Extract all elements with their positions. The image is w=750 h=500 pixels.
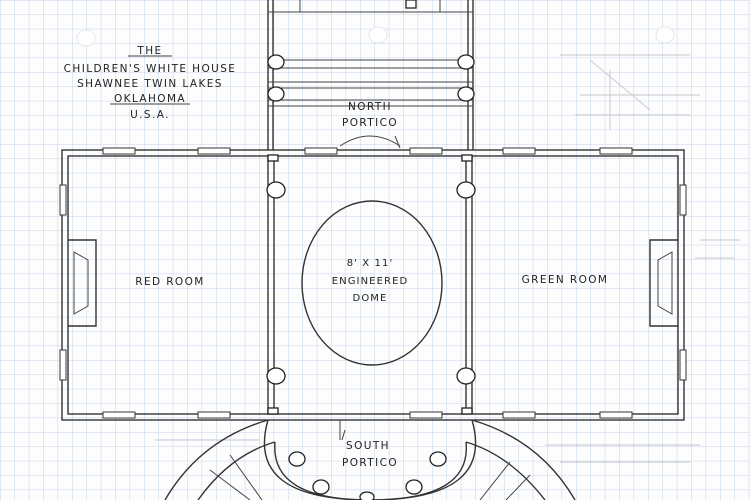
faded-pencil-notes bbox=[155, 54, 740, 463]
title-line-5: U.S.A. bbox=[130, 109, 170, 121]
red-room-label: RED ROOM bbox=[135, 276, 204, 288]
title-line-3: SHAWNEE TWIN LAKES bbox=[77, 78, 223, 90]
south-portico-label-1: SOUTH bbox=[346, 440, 390, 452]
south-portico-label-2: PORTICO bbox=[342, 457, 398, 469]
title-line-1: THE bbox=[136, 45, 162, 57]
south-portico-structure bbox=[164, 419, 576, 500]
title-line-2: CHILDREN'S WHITE HOUSE bbox=[64, 63, 237, 75]
dome-outline bbox=[301, 200, 443, 366]
green-room-label: GREEN ROOM bbox=[522, 274, 609, 286]
north-portico-columns bbox=[267, 0, 475, 102]
title-block: THE CHILDREN'S WHITE HOUSE SHAWNEE TWIN … bbox=[64, 45, 237, 121]
title-line-4: OKLAHOMA bbox=[114, 93, 186, 105]
main-building-walls bbox=[59, 147, 687, 421]
binder-holes bbox=[76, 26, 675, 47]
north-portico-label-2: PORTICO bbox=[342, 117, 398, 129]
dome-label-3: DOME bbox=[353, 293, 388, 304]
dome-label-2: ENGINEERED bbox=[332, 276, 409, 287]
north-portico-structure bbox=[267, 0, 474, 150]
interior-walls bbox=[266, 154, 476, 440]
north-portico-label-1: NORTH bbox=[348, 101, 392, 113]
room-labels: NORTH PORTICO RED ROOM GREEN ROOM 8' X 1… bbox=[135, 101, 609, 469]
dome-label-1: 8' X 11' bbox=[347, 258, 394, 269]
